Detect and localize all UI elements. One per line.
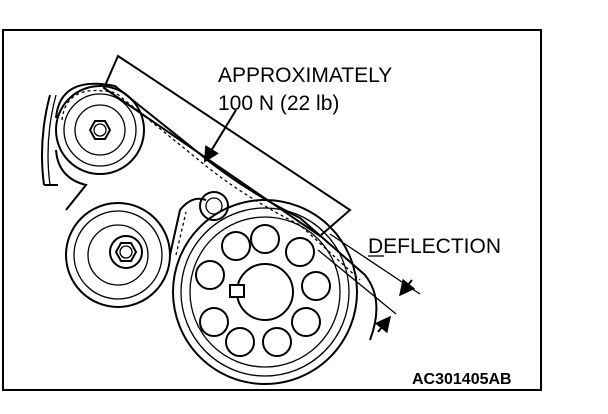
force-arrow [203, 109, 237, 163]
camshaft-bolt [88, 120, 112, 140]
tensioner-pulley [65, 202, 171, 308]
tensioner-bolt [114, 242, 138, 262]
engine-edge [41, 94, 58, 186]
force-label-line1: APPROXIMATELY [218, 64, 392, 87]
deflection-indicator [317, 233, 421, 334]
crankshaft-sprocket [172, 199, 358, 385]
idler-bolt [199, 191, 229, 221]
figure-frame [2, 29, 542, 391]
figure-code: AC301405AB [412, 371, 512, 388]
force-label-line2: 100 N (22 lb) [218, 92, 339, 115]
deflection-label: DEFLECTION [368, 235, 501, 258]
camshaft-sprocket [55, 85, 145, 175]
